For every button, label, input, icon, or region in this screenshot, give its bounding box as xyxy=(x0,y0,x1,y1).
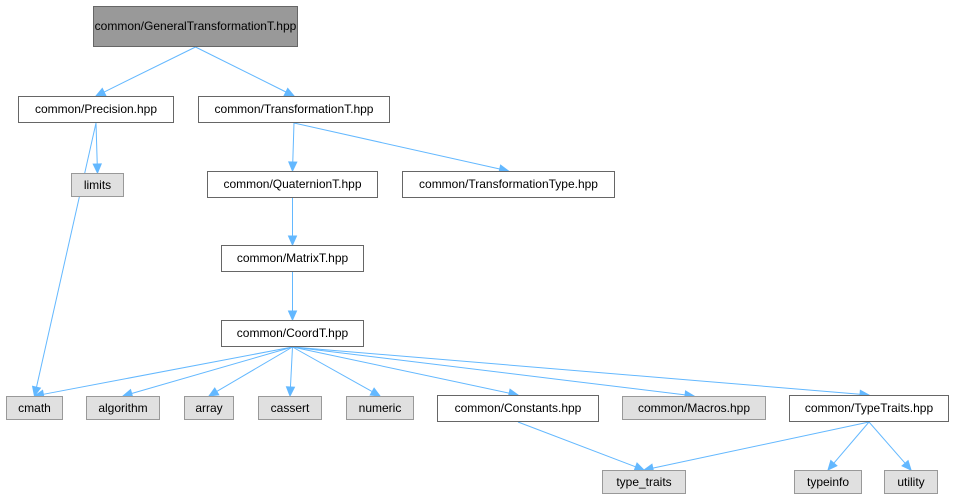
edge-coord_t-to-cmath xyxy=(43,346,293,395)
arrowhead-quaternion_t-to-matrix_t xyxy=(287,235,298,247)
node-cassert: cassert xyxy=(258,396,322,420)
edge-coord_t-to-type_traits_hpp xyxy=(292,346,861,395)
node-limits: limits xyxy=(71,173,124,197)
arrowhead-type_traits_hpp-to-utility xyxy=(901,459,912,471)
arrowhead-coord_t-to-cassert xyxy=(285,386,296,398)
edge-constants-to-type_traits xyxy=(517,421,636,468)
node-numeric: numeric xyxy=(346,396,414,420)
edge-root-to-precision xyxy=(103,46,196,93)
edge-precision-to-limits xyxy=(95,122,98,165)
edge-coord_t-to-macros xyxy=(292,346,686,396)
node-algorithm: algorithm xyxy=(86,396,160,420)
arrowhead-type_traits_hpp-to-typeinfo xyxy=(827,459,838,471)
arrowhead-precision-to-cmath xyxy=(31,385,42,398)
node-constants-hpp[interactable]: common/Constants.hpp xyxy=(437,395,599,422)
node-utility: utility xyxy=(884,470,938,494)
edge-coord_t-to-array xyxy=(216,346,293,392)
node-coord-t-hpp[interactable]: common/CoordT.hpp xyxy=(221,320,364,347)
edge-coord_t-to-numeric xyxy=(292,346,373,393)
arrowhead-coord_t-to-numeric xyxy=(369,387,382,397)
arrowhead-transformation_t-to-quaternion_t xyxy=(288,161,298,173)
edge-root-to-transformation_t xyxy=(195,46,287,93)
node-type-traits-hpp[interactable]: common/TypeTraits.hpp xyxy=(789,395,949,422)
edge-coord_t-to-algorithm xyxy=(131,346,293,394)
edge-transformation_t-to-transformation_type xyxy=(293,122,500,170)
node-quaternion-t-hpp[interactable]: common/QuaternionT.hpp xyxy=(207,171,378,198)
arrowhead-precision-to-limits xyxy=(92,163,102,175)
edge-transformation_t-to-quaternion_t xyxy=(292,122,295,163)
edge-type_traits_hpp-to-typeinfo xyxy=(833,421,870,464)
edge-coord_t-to-constants xyxy=(292,346,510,394)
node-type-traits: type_traits xyxy=(602,470,686,494)
node-matrix-t-hpp[interactable]: common/MatrixT.hpp xyxy=(221,245,364,272)
edge-precision-to-cmath xyxy=(35,122,97,388)
arrowhead-coord_t-to-array xyxy=(207,387,220,397)
node-transformation-type-hpp[interactable]: common/TransformationType.hpp xyxy=(402,171,615,198)
node-precision-hpp[interactable]: common/Precision.hpp xyxy=(18,96,174,123)
arrowhead-matrix_t-to-coord_t xyxy=(287,310,298,322)
arrowhead-root-to-transformation_t xyxy=(283,87,296,97)
node-macros-hpp: common/Macros.hpp xyxy=(622,396,766,420)
node-typeinfo: typeinfo xyxy=(794,470,862,494)
arrowhead-root-to-precision xyxy=(94,87,107,97)
edge-coord_t-to-cassert xyxy=(289,346,293,388)
node-transformation-t-hpp[interactable]: common/TransformationT.hpp xyxy=(198,96,390,123)
node-array: array xyxy=(184,396,234,420)
edge-type_traits_hpp-to-utility xyxy=(868,421,906,464)
node-general-transformation-t-hpp[interactable]: common/GeneralTransformationT.hpp xyxy=(93,6,298,47)
node-cmath: cmath xyxy=(6,396,63,420)
edge-type_traits_hpp-to-type_traits xyxy=(652,421,870,469)
